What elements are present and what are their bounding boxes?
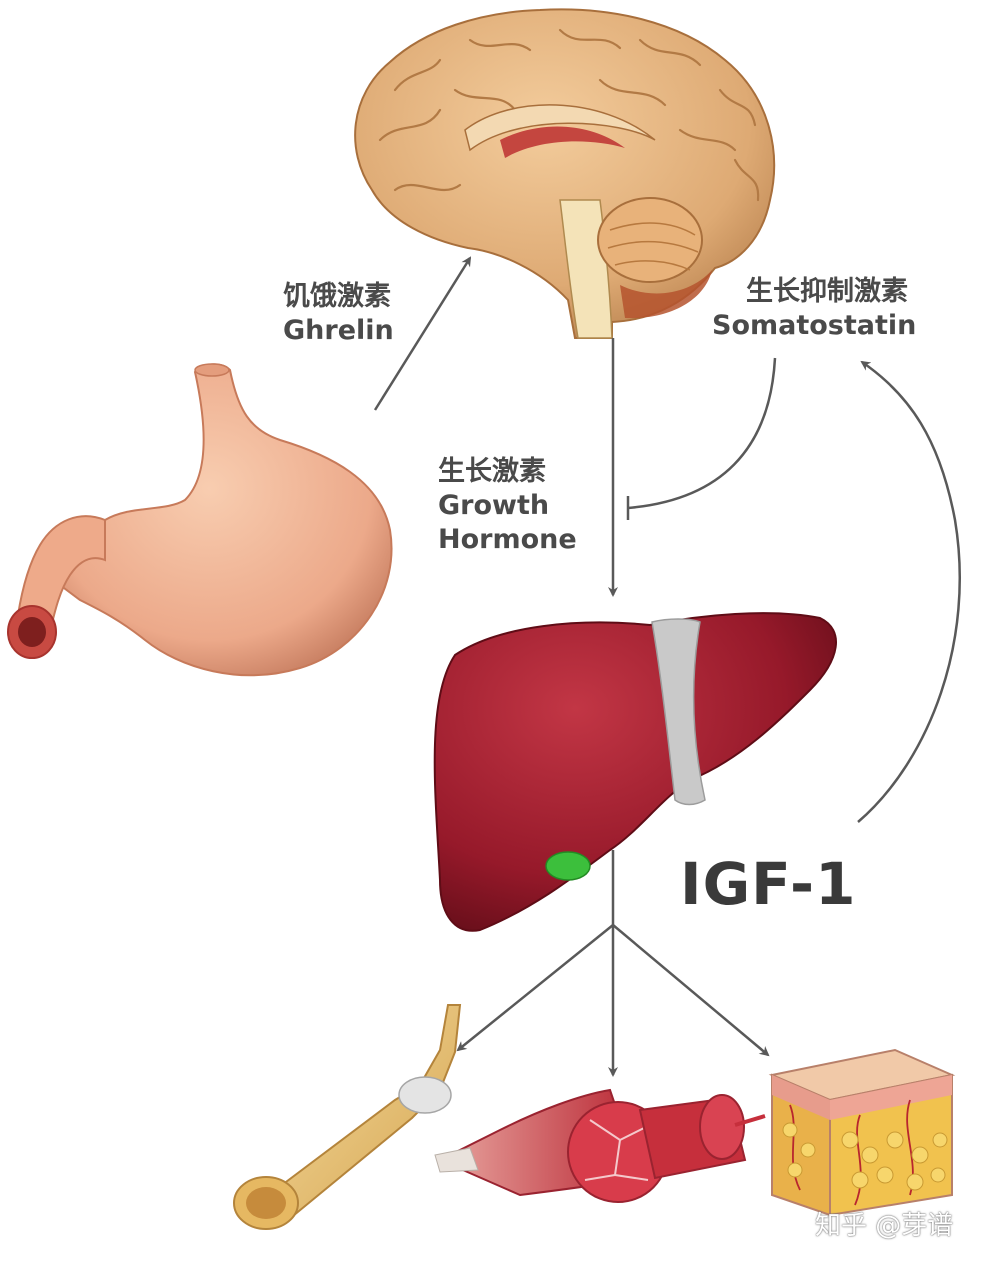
- skin-tissue-illustration: [768, 1048, 956, 1217]
- watermark: 知乎 @芽谱: [815, 1211, 954, 1241]
- growth-hormone-label: 生长激素 Growth Hormone: [438, 455, 577, 556]
- somatostatin-label-zh: 生长抑制激素: [746, 276, 908, 307]
- arrows: [373, 256, 962, 1077]
- to-bone-arrow: [456, 924, 614, 1052]
- growth-hormone-label-en-1: Growth: [438, 489, 550, 521]
- somatostatin-inhibit-arc: [627, 357, 777, 510]
- ghrelin-label-en: Ghrelin: [283, 314, 394, 346]
- bone-illustration: [233, 1004, 462, 1230]
- stomach-illustration: [7, 363, 393, 677]
- to-fat-arrow: [612, 924, 770, 1057]
- muscle-illustration: [434, 1088, 766, 1203]
- brain-illustration: [354, 8, 776, 339]
- igf1-feedback-arc: [857, 360, 962, 823]
- ghrelin-label-zh: 饥饿激素: [283, 281, 391, 312]
- growth-hormone-label-zh: 生长激素: [438, 456, 546, 487]
- liver-illustration: [433, 612, 837, 932]
- igf1-label: IGF-1: [680, 850, 857, 918]
- somatostatin-label-en: Somatostatin: [712, 309, 917, 341]
- somatostatin-label: 生长抑制激素 Somatostatin: [712, 275, 917, 343]
- ghrelin-label: 饥饿激素 Ghrelin: [283, 280, 394, 348]
- growth-hormone-label-en-2: Hormone: [438, 523, 577, 555]
- ghrelin-arrow: [373, 256, 472, 411]
